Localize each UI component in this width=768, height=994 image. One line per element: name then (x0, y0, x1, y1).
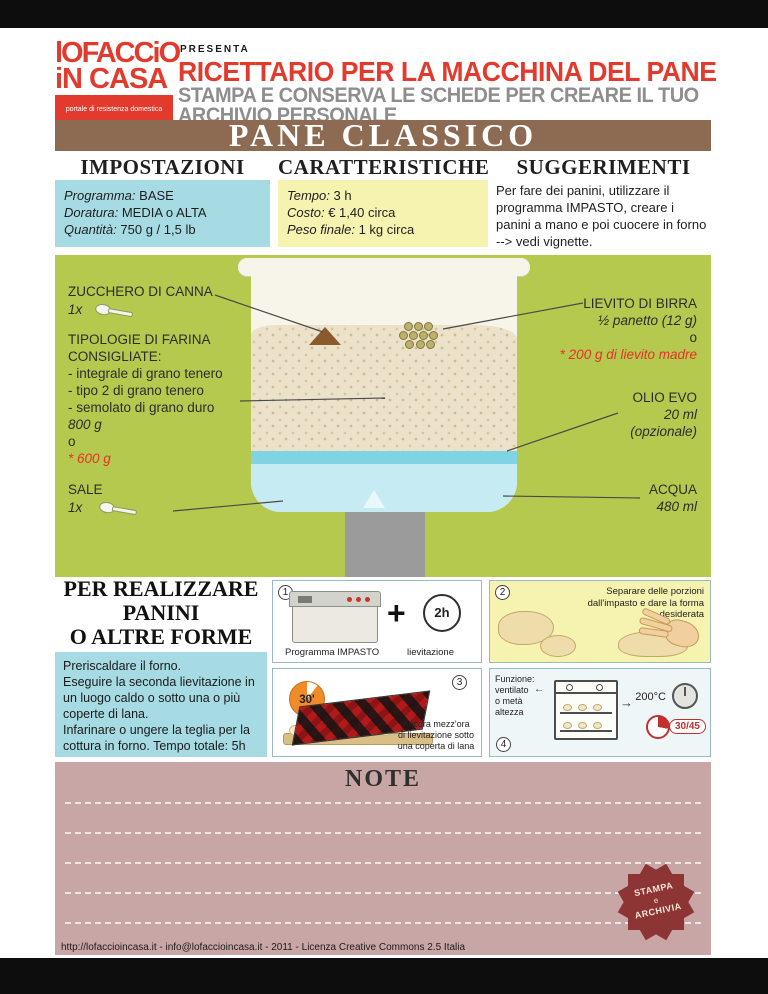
thermostat-dial-icon (672, 683, 698, 709)
salt-label: SALE (68, 482, 103, 497)
recipe-title-banner: PANE CLASSICO (55, 117, 711, 153)
flour-quantity: 800 g (68, 417, 102, 432)
oil-quantity: 20 ml (663, 407, 697, 422)
notes-section: NOTE STAMPA e ARCHIVIA http://lofaccioin… (55, 762, 711, 955)
bake-time-badge: 30/45 (668, 719, 706, 734)
pan-pedestal (345, 505, 425, 577)
oven-icon (554, 680, 618, 740)
timer-wedge-icon (646, 715, 670, 739)
water-label: ACQUA (648, 482, 697, 497)
oil-label: OLIO EVO (632, 390, 697, 405)
step-panel-2: 2 Separare delle porzioni dall'impasto e… (489, 580, 711, 663)
ingredients-panel: ZUCCHERO DI CANNA 1x TIPOLOGIE DI FARINA… (55, 255, 711, 577)
yeast-or: o (689, 330, 697, 345)
water-label-block: ACQUA 480 ml (649, 481, 697, 515)
print-archive-stamp: STAMPA e ARCHIVIA (617, 863, 695, 941)
water-highlight (363, 490, 385, 508)
step-number-badge: 3 (452, 675, 467, 690)
step3-caption: Ancora mezz'ora di lievitazione sotto un… (397, 719, 475, 751)
logo-text-line1: lOFACCiO (55, 37, 181, 69)
water-quantity: 480 ml (656, 499, 697, 514)
booklet-title: RICETTARIO PER LA MACCHINA DEL PANE (178, 56, 717, 87)
characteristic-row: Tempo: 3 h (287, 188, 352, 203)
bread-pan-lip (238, 258, 530, 276)
yeast-quantity: ½ panetto (12 g) (597, 313, 697, 328)
salt-quantity: 1x (68, 500, 83, 515)
sugar-label: ZUCCHERO DI CANNA (68, 284, 213, 299)
note-writing-line (65, 832, 701, 834)
step-panel-1: 1 + 2h Programma IMPASTO lievitazione (272, 580, 482, 663)
oven-knob-icon (566, 684, 573, 691)
shapes-heading-line2: PANINI (122, 600, 200, 625)
step-panel-3: 30' 3 Ancora mezz'ora di lievitazione so… (272, 668, 482, 757)
flour-title-line1: TIPOLOGIE DI FARINA (68, 332, 211, 347)
bottom-black-bar (0, 958, 768, 994)
arrow-left-icon: ← (534, 684, 544, 695)
flour-label-block: TIPOLOGIE DI FARINA CONSIGLIATE: - integ… (68, 331, 223, 467)
recipe-title: PANE CLASSICO (228, 117, 538, 153)
water-surface-stripe (251, 451, 517, 464)
rising-time-circle: 2h (423, 594, 461, 632)
shapes-heading: PER REALIZZARE PANINI O ALTRE FORME (55, 577, 267, 649)
oil-note: (opzionale) (630, 424, 697, 439)
flour-item: - semolato di grano duro (68, 400, 215, 415)
characteristic-row: Peso finale: 1 kg circa (287, 222, 415, 237)
characteristics-box: Tempo: 3 h Costo: € 1,40 circa Peso fina… (278, 180, 488, 247)
note-writing-line (65, 892, 701, 894)
setting-row: Quantità: 750 g / 1,5 lb (64, 222, 196, 237)
step4-caption: Funzione: ventilato o metà altezza (495, 674, 535, 717)
step-number-badge: 2 (495, 585, 510, 600)
subtitle-line1: STAMPA E CONSERVA LE SCHEDE PER CREARE I… (178, 84, 699, 107)
characteristic-row: Costo: € 1,40 circa (287, 205, 396, 220)
presenta-label: PRESENTA (180, 44, 250, 55)
note-writing-line (65, 802, 701, 804)
step-panel-4: Funzione: ventilato o metà altezza ← → 2… (489, 668, 711, 757)
step2-caption: Separare delle porzioni dall'impasto e d… (587, 586, 704, 620)
step1-caption-right: lievitazione (407, 646, 454, 658)
flour-title-line2: CONSIGLIATE: (68, 349, 162, 364)
characteristics-heading: CARATTERISTICHE (278, 155, 490, 179)
arrow-right-icon: → (620, 695, 633, 710)
yeast-label-block: LIEVITO DI BIRRA ½ panetto (12 g) o * 20… (560, 295, 697, 363)
note-writing-line (65, 862, 701, 864)
settings-box: Programma: BASE Doratura: MEDIA o ALTA Q… (55, 180, 270, 247)
setting-row: Doratura: MEDIA o ALTA (64, 205, 207, 220)
flour-or: o (68, 434, 76, 449)
flour-fill (251, 325, 517, 451)
bread-machine-icon (289, 591, 381, 643)
setting-row: Programma: BASE (64, 188, 174, 203)
oven-temperature: 200°C (635, 691, 666, 703)
bread-pan-illustration (251, 275, 517, 512)
footer-credits-link[interactable]: http://lofaccioincasa.it - info@lofaccio… (61, 942, 466, 953)
yeast-alt-quantity: * 200 g di lievito madre (559, 347, 697, 362)
step-number-badge: 4 (496, 737, 511, 752)
oil-label-block: OLIO EVO 20 ml (opzionale) (630, 389, 697, 440)
suggestions-heading: SUGGERIMENTI (516, 155, 691, 179)
sugar-quantity: 1x (68, 302, 83, 317)
settings-heading: IMPOSTAZIONI (80, 155, 245, 179)
site-logo: lOFACCiO iN CASA portale di resistenza d… (55, 37, 181, 125)
suggestions-text: Per fare dei panini, utilizzare il progr… (496, 183, 707, 249)
sugar-pile-icon (309, 327, 341, 345)
top-black-bar (0, 0, 768, 28)
machine-display (298, 596, 312, 603)
yeast-label: LIEVITO DI BIRRA (583, 296, 697, 311)
timer-30min-icon: 30' (289, 681, 325, 717)
shapes-heading-line3: O ALTRE FORME (69, 624, 253, 649)
flour-alt-quantity: * 600 g (68, 451, 111, 466)
plus-sign: + (387, 595, 406, 631)
notes-heading: NOTE (344, 766, 421, 792)
yeast-cluster-icon (399, 322, 441, 350)
note-writing-line (65, 922, 701, 924)
step1-caption-left: Programma IMPASTO (285, 646, 380, 658)
flour-item: - tipo 2 di grano tenero (68, 383, 204, 398)
connector-lines (172, 294, 641, 512)
shapes-heading-line1: PER REALIZZARE (63, 576, 259, 601)
shapes-instructions: Preriscaldare il forno. Eseguire la seco… (55, 652, 267, 757)
dough-piece-icon (540, 635, 576, 657)
flour-item: - integrale di grano tenero (68, 366, 223, 381)
logo-text-line2: iN CASA (55, 63, 168, 95)
oven-knob-icon (596, 684, 603, 691)
